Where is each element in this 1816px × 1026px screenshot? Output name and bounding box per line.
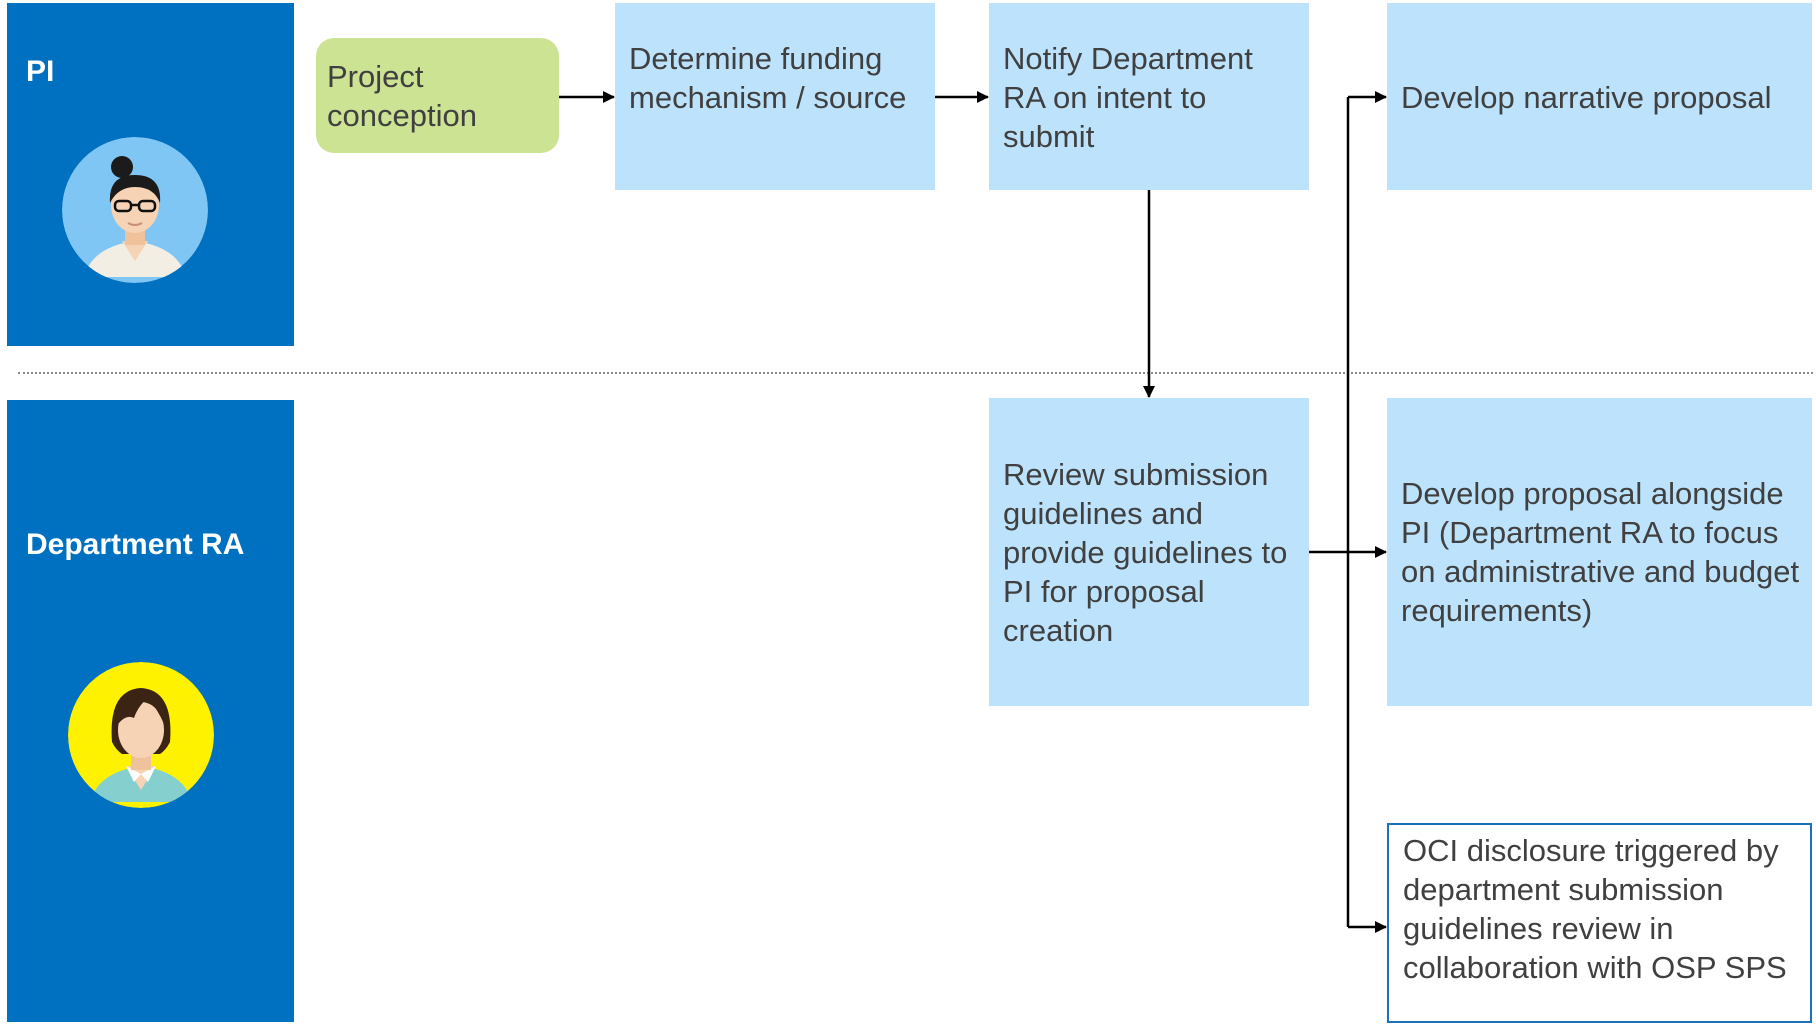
step-project-conception-label: Project conception [327, 58, 477, 133]
step-develop-proposal-ra: Develop proposal alongside PI (Departmen… [1387, 398, 1812, 706]
step-review-guidelines-label: Review submission guidelines and provide… [1003, 456, 1288, 648]
step-develop-narrative: Develop narrative proposal [1387, 3, 1812, 190]
step-determine-funding-label: Determine funding mechanism / source [629, 41, 907, 115]
woman-with-glasses-avatar-icon [62, 137, 208, 283]
lane-pi: PI [7, 3, 294, 346]
step-develop-narrative-label: Develop narrative proposal [1401, 80, 1772, 115]
step-notify-ra: Notify Department RA on intent to submit [989, 3, 1309, 190]
swimlane-divider [18, 372, 1813, 374]
step-oci-disclosure: OCI disclosure triggered by department s… [1387, 823, 1812, 1023]
lane-title-pi: PI [26, 55, 55, 88]
woman-avatar-icon [68, 662, 214, 808]
step-project-conception: Project conception [316, 38, 559, 153]
step-oci-disclosure-label: OCI disclosure triggered by department s… [1403, 833, 1787, 985]
lane-title-department-ra: Department RA [26, 528, 245, 561]
step-develop-proposal-ra-label: Develop proposal alongside PI (Departmen… [1401, 476, 1800, 628]
step-determine-funding: Determine funding mechanism / source [615, 3, 935, 190]
lane-department-ra: Department RA [7, 400, 294, 1022]
step-review-guidelines: Review submission guidelines and provide… [989, 398, 1309, 706]
step-notify-ra-label: Notify Department RA on intent to submit [1003, 41, 1253, 154]
